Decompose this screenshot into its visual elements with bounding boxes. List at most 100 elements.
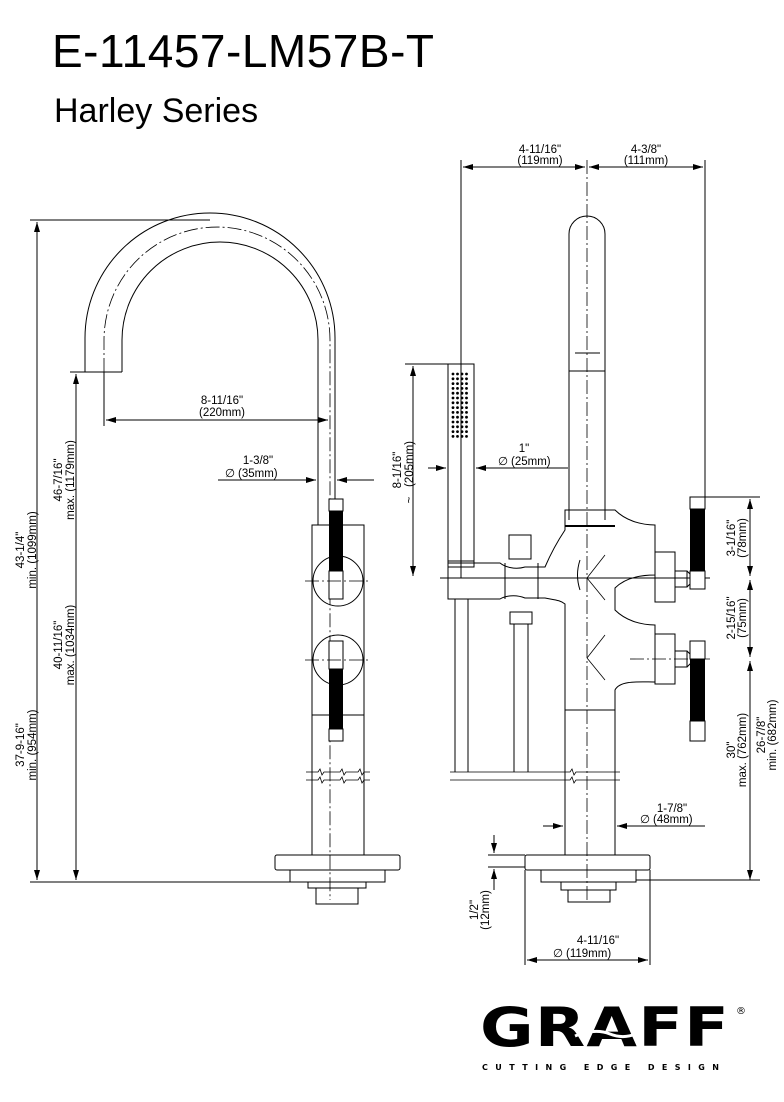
- nozzle-dot: [465, 372, 468, 376]
- base-diameter-mm: (119mm): [566, 948, 611, 960]
- handshower-diameter-inch: 1": [519, 443, 529, 455]
- nozzle-dot: [460, 387, 464, 390]
- nozzle-dot: [465, 382, 468, 385]
- nozzle-dot: [460, 420, 464, 424]
- nozzle-dot: [465, 401, 468, 405]
- nozzle-dot: [451, 401, 455, 405]
- nozzle-dot: [465, 425, 468, 429]
- handle-height-min-mm: min. (682mm): [767, 699, 779, 770]
- nozzle-dot: [456, 430, 459, 433]
- upper-handle-front: [690, 509, 705, 571]
- nozzle-dot: [465, 411, 468, 414]
- width-left-mm: (119mm): [517, 155, 562, 167]
- handshower-length-inch: 8-1/16": [392, 452, 404, 489]
- spout-diameter-mm: (35mm): [238, 468, 278, 480]
- nozzle-dot: [465, 406, 468, 409]
- nozzle-dot: [460, 377, 464, 381]
- overall-height-min-inch: 43-1/4": [15, 532, 27, 569]
- riser-diameter-inch: 1-7/8": [657, 803, 687, 815]
- spout-centerline: [103, 226, 331, 900]
- lower-handle-front: [690, 659, 705, 721]
- nozzle-dot: [460, 382, 464, 385]
- nozzle-dot: [465, 435, 468, 438]
- spout-outer: [84, 212, 336, 525]
- nozzle-dot: [456, 387, 459, 390]
- nozzle-dot: [460, 406, 464, 409]
- nozzle-dot: [456, 435, 459, 438]
- nozzle-dot: [460, 401, 464, 405]
- nozzle-dot: [451, 411, 455, 414]
- nozzle-dot: [451, 391, 455, 395]
- overall-height-max-inch: 46-7/16": [53, 458, 65, 501]
- handshower-diameter-mm: (25mm): [511, 456, 551, 468]
- spout-height-max-mm: max. (1034mm): [65, 605, 77, 686]
- nozzle-dot: [451, 420, 455, 424]
- nozzle-dot: [465, 420, 468, 424]
- nozzle-dot: [460, 396, 464, 400]
- overall-height-max-mm: max. (1179mm): [65, 440, 77, 520]
- handle-height-max-inch: 30": [726, 742, 738, 759]
- width-right-mm: (111mm): [624, 155, 668, 167]
- handle-height-min-inch: 26-7/8": [756, 717, 768, 754]
- handshower-nozzles: [451, 372, 468, 438]
- nozzle-dot: [451, 372, 455, 376]
- nozzle-dot: [460, 411, 464, 414]
- graff-logo: GRAFF ® CUTTING EDGE DESIGN: [480, 1000, 746, 1072]
- base-diameter-inch: 4-11/16": [577, 935, 619, 947]
- overall-height-min-mm: min. (1099mm): [27, 511, 39, 588]
- nozzle-dot: [451, 396, 455, 400]
- nozzle-dot: [451, 382, 455, 385]
- nozzle-dot: [460, 391, 464, 395]
- spout-diameter-symbol: ∅: [225, 468, 235, 480]
- nozzle-dot: [465, 377, 468, 381]
- nozzle-dot: [456, 372, 459, 376]
- nozzle-dot: [456, 377, 459, 381]
- handle-spacing-inch: 2-15/16": [726, 596, 738, 639]
- spout-reach-inch: 8-11/16": [201, 395, 243, 407]
- nozzle-dot: [460, 415, 464, 419]
- nozzle-dot: [456, 415, 459, 419]
- spout-reach-mm: (220mm): [199, 407, 245, 419]
- nozzle-dot: [451, 377, 455, 381]
- handshower-length-approx: ~: [404, 496, 416, 503]
- nozzle-dot: [456, 396, 459, 400]
- lower-handle: [329, 669, 343, 729]
- model-number: E-11457-LM57B-T: [52, 25, 435, 77]
- base-thickness-inch: 1/2": [469, 900, 481, 920]
- spout-inner: [121, 241, 319, 525]
- handshower-diameter-symbol: ∅: [498, 456, 508, 468]
- nozzle-dot: [456, 401, 459, 405]
- handle-spacing-mm: (75mm): [737, 598, 749, 638]
- handle-height-max-mm: max. (762mm): [737, 713, 749, 787]
- nozzle-dot: [456, 411, 459, 414]
- nozzle-dot: [451, 430, 455, 433]
- nozzle-dot: [451, 406, 455, 409]
- logo-brand: GRAFF: [480, 1000, 730, 1059]
- nozzle-dot: [456, 406, 459, 409]
- spout-height-min-mm: min. (954mm): [27, 709, 39, 780]
- nozzle-dot: [465, 415, 468, 419]
- nozzle-dot: [465, 396, 468, 400]
- nozzle-dot: [460, 430, 464, 433]
- nozzle-dot: [456, 425, 459, 429]
- upper-handle: [329, 511, 343, 571]
- base-diameter-symbol: ∅: [553, 948, 563, 960]
- logo-tagline: CUTTING EDGE DESIGN: [482, 1063, 726, 1072]
- riser-diameter-symbol: ∅: [640, 814, 650, 826]
- side-view: [30, 212, 401, 905]
- width-right-inch: 4-3/8": [631, 144, 661, 156]
- nozzle-dot: [460, 425, 464, 429]
- riser-diameter-mm: (48mm): [653, 814, 693, 826]
- width-left-inch: 4-11/16": [519, 144, 561, 156]
- series-name: Harley Series: [54, 92, 259, 130]
- nozzle-dot: [451, 415, 455, 419]
- base-thickness-mm: (12mm): [480, 890, 492, 930]
- nozzle-dot: [456, 382, 459, 385]
- handshower-length-mm: (205mm): [404, 441, 416, 487]
- spout-diameter-inch: 1-3/8": [243, 455, 273, 467]
- nozzle-dot: [460, 435, 464, 438]
- nozzle-dot: [451, 435, 455, 438]
- spout-height-max-inch: 40-11/16": [53, 621, 65, 670]
- nozzle-dot: [465, 387, 468, 390]
